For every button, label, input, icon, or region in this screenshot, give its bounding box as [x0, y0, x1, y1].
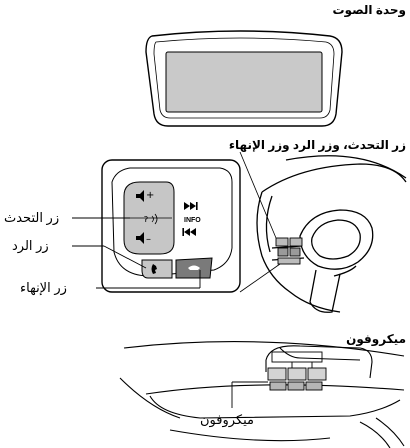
audio-unit-illustration: [145, 30, 343, 127]
answer-button: [141, 259, 173, 279]
wheel-button-cluster: [275, 237, 303, 265]
talk-button: + – ʔ: [123, 181, 175, 255]
info-button-label: INFO: [184, 217, 201, 224]
microphone-illustration: [119, 341, 405, 448]
svg-text:+: +: [146, 190, 154, 201]
microphone-grille: [267, 351, 327, 391]
microphone-label: ميكروفون: [200, 412, 254, 427]
steering-wheel-illustration: + – ʔ INFO: [72, 152, 407, 313]
end-button: [175, 257, 213, 279]
answer-button-label: زر الرد: [12, 238, 49, 253]
audio-unit-heading: وحدة الصوت: [332, 3, 406, 17]
seek-buttons: [182, 202, 198, 236]
svg-text:–: –: [146, 234, 151, 245]
buttons-heading: زر التحدث، وزر الرد وزر الإنهاء: [228, 138, 406, 152]
svg-text:ʔ: ʔ: [144, 215, 148, 224]
talk-button-label: زر التحدث: [4, 210, 60, 225]
end-button-label: زر الإنهاء: [20, 280, 67, 295]
microphone-heading: ميكروفون: [346, 332, 406, 346]
steering-wheel: [256, 155, 407, 313]
